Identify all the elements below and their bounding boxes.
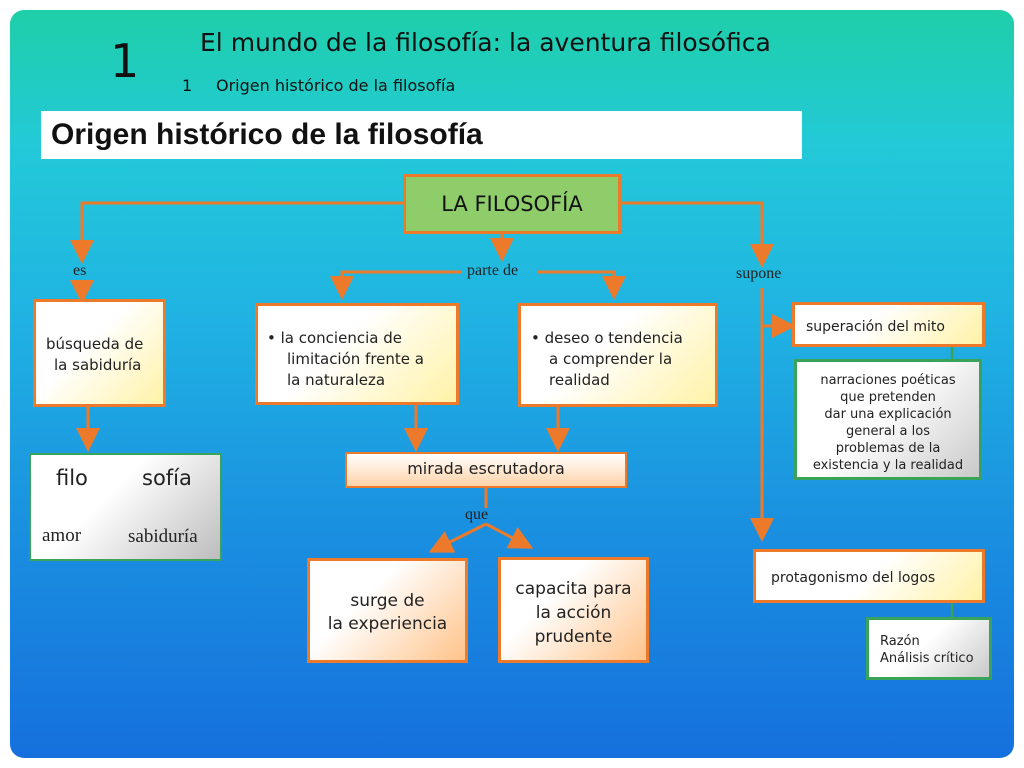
node-protagonismo: protagonismo del logos bbox=[753, 549, 985, 603]
etym-sabiduria: sabiduría bbox=[128, 526, 198, 547]
chapter-number: 1 bbox=[110, 34, 140, 88]
etym-sofia: sofía bbox=[142, 466, 192, 490]
superacion-label: superación del mito bbox=[806, 319, 945, 335]
capacita-line-2: la acción bbox=[535, 603, 612, 623]
chapter-title: El mundo de la filosofía: la aventura fi… bbox=[200, 28, 771, 57]
node-etymology: filo sofía amor sabiduría bbox=[29, 453, 222, 561]
page-title-bar bbox=[41, 111, 802, 159]
capacita-line-1: capacita para bbox=[515, 579, 632, 599]
label-que: que bbox=[465, 506, 489, 523]
etym-filo: filo bbox=[56, 466, 88, 490]
node-mirada: mirada escrutadora bbox=[345, 452, 627, 488]
narraciones-line-6: existencia y la realidad bbox=[812, 458, 964, 473]
node-conciencia: • la conciencia de limitación frente a l… bbox=[255, 303, 459, 405]
conciencia-line-1: • la conciencia de bbox=[267, 329, 402, 347]
node-capacita: capacita para la acción prudente bbox=[498, 557, 649, 663]
etym-amor: amor bbox=[42, 525, 82, 546]
razon-line-2: Análisis crítico bbox=[880, 651, 974, 666]
label-es: es bbox=[73, 262, 87, 279]
node-busqueda: búsqueda de la sabiduría bbox=[33, 299, 166, 407]
narraciones-line-4: general a los bbox=[846, 424, 930, 439]
narraciones-line-1: narraciones poéticas bbox=[820, 373, 956, 388]
root-label: LA FILOSOFÍA bbox=[441, 192, 583, 216]
label-parte-de: parte de bbox=[467, 262, 519, 279]
deseo-line-2: a comprender la bbox=[549, 350, 673, 368]
node-surge: surge de la experiencia bbox=[307, 558, 468, 663]
razon-line-1: Razón bbox=[880, 634, 920, 649]
label-supone: supone bbox=[736, 265, 782, 282]
protagonismo-label: protagonismo del logos bbox=[771, 570, 936, 586]
node-superacion: superación del mito bbox=[792, 302, 985, 347]
node-deseo: • deseo o tendencia a comprender la real… bbox=[518, 303, 718, 407]
page-title: Origen histórico de la filosofía bbox=[51, 118, 483, 151]
conciencia-line-2: limitación frente a bbox=[287, 350, 424, 368]
node-razon: Razón Análisis crítico bbox=[866, 617, 992, 680]
conciencia-line-3: la naturaleza bbox=[287, 371, 386, 389]
surge-line-2: la experiencia bbox=[327, 614, 448, 634]
busqueda-line-2: la sabiduría bbox=[54, 356, 142, 374]
section-index: 1 bbox=[182, 76, 193, 95]
section-name: Origen histórico de la filosofía bbox=[216, 76, 456, 95]
root-node: LA FILOSOFÍA bbox=[403, 174, 621, 234]
deseo-line-3: realidad bbox=[549, 371, 610, 389]
capacita-line-3: prudente bbox=[534, 627, 613, 647]
narraciones-line-2: que pretenden bbox=[840, 390, 936, 405]
narraciones-line-5: problemas de la bbox=[835, 441, 941, 456]
surge-line-1: surge de bbox=[350, 591, 425, 611]
busqueda-line-1: búsqueda de bbox=[46, 335, 144, 353]
deseo-line-1: • deseo o tendencia bbox=[531, 329, 683, 347]
mirada-label: mirada escrutadora bbox=[407, 459, 565, 478]
narraciones-line-3: dar una explicación bbox=[824, 407, 952, 422]
node-narraciones: narraciones poéticas que pretenden dar u… bbox=[794, 359, 982, 480]
